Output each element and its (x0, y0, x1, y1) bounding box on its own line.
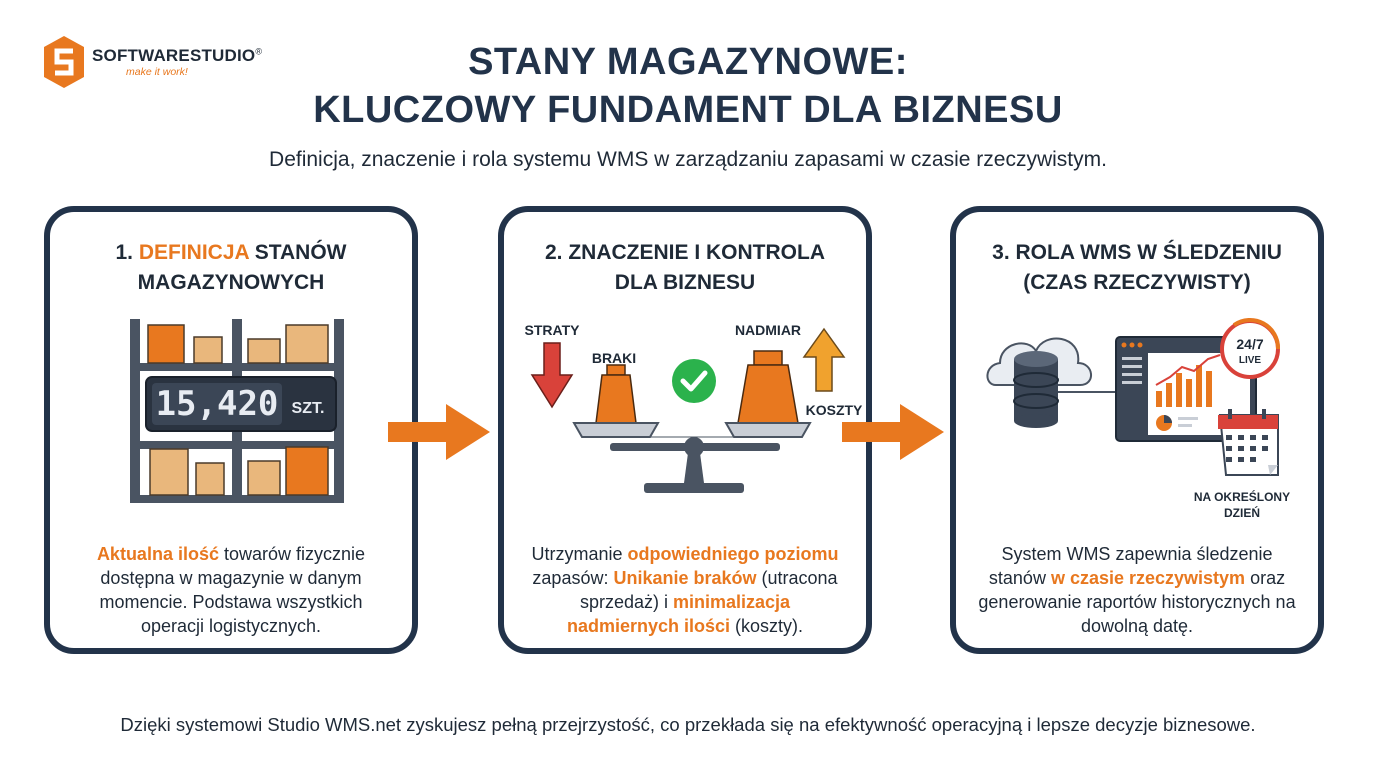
arrow-right-icon (388, 404, 490, 460)
calendar-icon (1218, 409, 1279, 476)
clock-icon: 24/7 LIVE (1220, 317, 1281, 379)
arrow-up-icon (802, 327, 846, 392)
counter-unit: SZT. (292, 400, 325, 417)
calendar-label-line2: DZIEŃ (1224, 505, 1260, 520)
database-icon (1013, 351, 1059, 428)
footer-text: Dzięki systemowi Studio WMS.net zyskujes… (120, 714, 1256, 735)
arrow-down-icon (530, 342, 574, 409)
brand-logo: SOFTWARESTUDIO® make it work! (44, 36, 262, 88)
brand-tagline: make it work! (126, 65, 188, 78)
card-description: Utrzymanie odpowiedniego poziomu zapasów… (531, 544, 839, 636)
page-subtitle: Definicja, znaczenie i rola systemu WMS … (269, 148, 1107, 171)
title-line-1: STANY MAGAZYNOWE: (468, 41, 908, 83)
label-braki: BRAKI (592, 350, 636, 366)
shelf-icon: 15,420 SZT. (130, 319, 344, 503)
badge-24-7: 24/7 (1236, 336, 1263, 352)
arrow-right-icon (842, 404, 944, 460)
badge-live: LIVE (1239, 355, 1262, 366)
scale-icon: STRATY BRAKI NADMIAR KOSZTY (525, 322, 863, 493)
card-wms-role: 3. ROLA WMS W ŚLEDZENIU (CZAS RZECZYWIST… (950, 206, 1324, 654)
label-koszty: KOSZTY (806, 402, 863, 418)
wms-tracking-illustration: 24/7 LIVE NA OKREŚLONY DZIEŃ (986, 317, 1290, 520)
title-line-2: KLUCZOWY FUNDAMENT DLA BIZNESU (313, 89, 1063, 131)
card-importance: 2. ZNACZENIE I KONTROLA DLA BIZNESU STRA… (498, 206, 872, 654)
card-title: 3. ROLA WMS W ŚLEDZENIU (CZAS RZECZYWIST… (992, 241, 1282, 294)
brand-name: SOFTWARESTUDIO® (92, 45, 263, 65)
logo-icon (44, 36, 84, 88)
card-description: System WMS zapewnia śledzenie stanów w c… (978, 544, 1296, 636)
card-definition: 1. DEFINICJA STANÓW MAGAZYNOWYCH 15,420 … (44, 206, 418, 654)
card-title: 2. ZNACZENIE I KONTROLA DLA BIZNESU (544, 241, 825, 294)
counter-value: 15,420 (156, 384, 279, 424)
check-icon (672, 359, 716, 403)
label-straty: STRATY (525, 322, 581, 338)
calendar-label-line1: NA OKREŚLONY (1194, 489, 1290, 504)
label-nadmiar: NADMIAR (735, 322, 801, 338)
card-description: Aktualna ilość towarów fizycznie dostępn… (96, 544, 366, 636)
card-title: 1. DEFINICJA STANÓW MAGAZYNOWYCH (115, 241, 347, 294)
page-title: STANY MAGAZYNOWE: KLUCZOWY FUNDAMENT DLA… (0, 38, 1376, 134)
